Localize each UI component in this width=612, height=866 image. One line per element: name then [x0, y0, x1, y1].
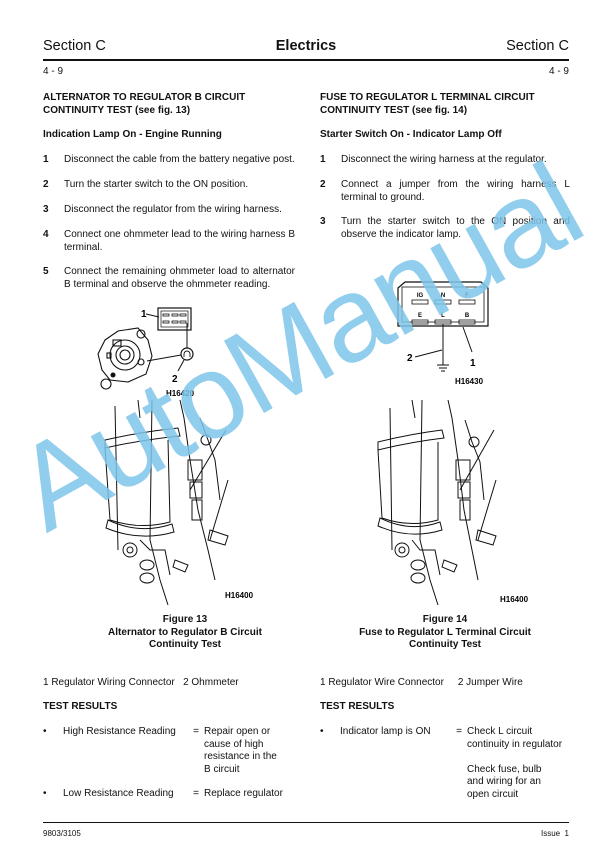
callout-2: 2	[172, 374, 178, 385]
diagram-code: H16420	[166, 389, 195, 398]
result-condition: Low Resistance Reading	[63, 788, 174, 799]
test-result-row: • Low Resistance Reading = Replace regul…	[43, 788, 283, 801]
left-title-line2: CONTINUITY TEST (see fig. 13)	[43, 104, 191, 116]
right-section-title: FUSE TO REGULATOR L TERMINAL CIRCUIT CON…	[320, 92, 580, 117]
left-step-5: 5 Connect the remaining ohmmeter load to…	[43, 266, 295, 291]
section-label-left: Section C	[43, 38, 106, 54]
caption-line2: Fuse to Regulator L Terminal Circuit	[359, 626, 531, 638]
figure-13-legend: 1 Regulator Wiring Connector 2 Ohmmeter	[43, 677, 239, 688]
bullet: •	[43, 726, 47, 737]
footer-rule	[43, 822, 569, 823]
photo-code: H16400	[225, 591, 254, 600]
terminal-n: N	[441, 293, 445, 299]
terminal-ig: IG	[417, 293, 424, 299]
step-number: 1	[320, 154, 326, 165]
caption-line1: Figure 13	[162, 614, 208, 625]
doc-number: 9803/3105	[43, 829, 81, 838]
step-number: 1	[43, 154, 49, 165]
equals-sign: =	[456, 726, 462, 737]
terminal-b: B	[465, 313, 470, 319]
step-text: Turn the starter switch to the ON positi…	[64, 179, 249, 190]
step-number: 3	[320, 216, 326, 227]
figure-14-caption: Figure 14 Fuse to Regulator L Terminal C…	[320, 614, 570, 652]
action-spacer	[467, 751, 562, 764]
step-text: Disconnect the cable from the battery ne…	[64, 154, 295, 165]
step-text: Connect the remaining ohmmeter load to a…	[64, 266, 295, 290]
action-line: resistance in the	[204, 751, 277, 762]
section-label-right: Section C	[506, 38, 569, 54]
photo-code: H16400	[500, 595, 529, 604]
step-number: 5	[43, 266, 49, 277]
callout-1: 1	[141, 309, 147, 320]
step-text: Connect a jumper from the wiring harness…	[341, 179, 570, 203]
page-number-right: 4 - 9	[548, 66, 569, 77]
action-line: Check L circuit	[467, 726, 533, 737]
left-title-line1: ALTERNATOR TO REGULATOR B CIRCUIT	[43, 92, 246, 103]
result-condition: High Resistance Reading	[63, 726, 176, 737]
action-line: Replace regulator	[204, 788, 283, 799]
right-step-2: 2 Connect a jumper from the wiring harne…	[320, 179, 570, 204]
action-line: continuity in regulator	[467, 738, 563, 750]
step-number: 3	[43, 204, 49, 215]
right-title-line1: FUSE TO REGULATOR L TERMINAL CIRCUIT	[320, 92, 535, 103]
step-number: 4	[43, 229, 49, 240]
test-result-row: • Indicator lamp is ON = Check L circuit…	[320, 726, 562, 801]
action-line: Check fuse, bulb	[467, 763, 542, 775]
right-subtitle: Starter Switch On - Indicator Lamp Off	[320, 129, 502, 140]
callout-1: 1	[470, 358, 476, 369]
engine-illustration-fig14: H16400	[377, 400, 529, 605]
action-line: Repair open or	[204, 726, 271, 737]
right-step-1: 1 Disconnect the wiring harness at the r…	[320, 154, 570, 167]
right-step-3: 3 Turn the starter switch to the ON posi…	[320, 216, 570, 241]
result-condition: Indicator lamp is ON	[340, 726, 431, 737]
issue-number: Issue 1	[540, 829, 569, 838]
result-action: Check L circuit continuity in regulator …	[467, 726, 562, 801]
step-text: Connect one ohmmeter lead to the wiring …	[64, 229, 295, 253]
action-line: open circuit	[467, 788, 519, 800]
header-rule	[43, 59, 569, 61]
left-test-results-title: TEST RESULTS	[43, 701, 118, 712]
callout-2: 2	[407, 353, 413, 364]
equals-sign: =	[193, 788, 199, 799]
left-step-2: 2 Turn the starter switch to the ON posi…	[43, 179, 295, 192]
page-title: Electrics	[275, 38, 337, 54]
step-number: 2	[43, 179, 49, 190]
alternator-wiring-diagram: 1 2 H16420	[97, 307, 195, 398]
right-title-line2: CONTINUITY TEST (see fig. 14)	[320, 104, 468, 116]
step-number: 2	[320, 179, 326, 190]
left-step-4: 4 Connect one ohmmeter lead to the wirin…	[43, 229, 295, 254]
diagram-code: H16430	[455, 377, 484, 386]
page-header: Section C Electrics Section C	[43, 38, 569, 58]
figure-13-caption: Figure 13 Alternator to Regulator B Circ…	[60, 614, 310, 652]
bullet: •	[43, 788, 47, 799]
action-line: cause of high	[204, 738, 264, 750]
left-subtitle: Indication Lamp On - Engine Running	[43, 129, 222, 140]
engine-illustration-fig13: H16400	[104, 400, 254, 605]
result-action: Repair open or cause of high resistance …	[204, 726, 277, 776]
caption-line2: Alternator to Regulator B Circuit	[108, 626, 262, 638]
figure-14-legend: 1 Regulator Wire Connector 2 Jumper Wire	[320, 677, 523, 688]
page-number-left: 4 - 9	[43, 66, 64, 77]
right-test-results-title: TEST RESULTS	[320, 701, 395, 712]
left-step-3: 3 Disconnect the regulator from the wiri…	[43, 204, 295, 217]
left-section-title: ALTERNATOR TO REGULATOR B CIRCUIT CONTIN…	[43, 92, 303, 117]
action-line: B circuit	[204, 763, 240, 775]
left-step-1: 1 Disconnect the cable from the battery …	[43, 154, 295, 167]
result-action: Replace regulator	[204, 788, 283, 801]
caption-line1: Figure 14	[422, 614, 468, 625]
terminal-e: E	[418, 313, 422, 319]
equals-sign: =	[193, 726, 199, 737]
step-text: Disconnect the regulator from the wiring…	[64, 204, 282, 215]
step-text: Disconnect the wiring harness at the reg…	[341, 154, 547, 165]
regulator-connector-diagram: IG N F E L B 2 1 H16430	[397, 281, 489, 386]
caption-line3: Continuity Test	[408, 639, 482, 650]
terminal-l: L	[441, 313, 445, 319]
bullet: •	[320, 726, 324, 737]
terminal-f: F	[465, 293, 469, 299]
caption-line3: Continuity Test	[148, 639, 222, 650]
action-line: and wiring for an	[467, 776, 541, 787]
test-result-row: • High Resistance Reading = Repair open …	[43, 726, 277, 776]
step-text: Turn the starter switch to the ON positi…	[341, 216, 570, 240]
